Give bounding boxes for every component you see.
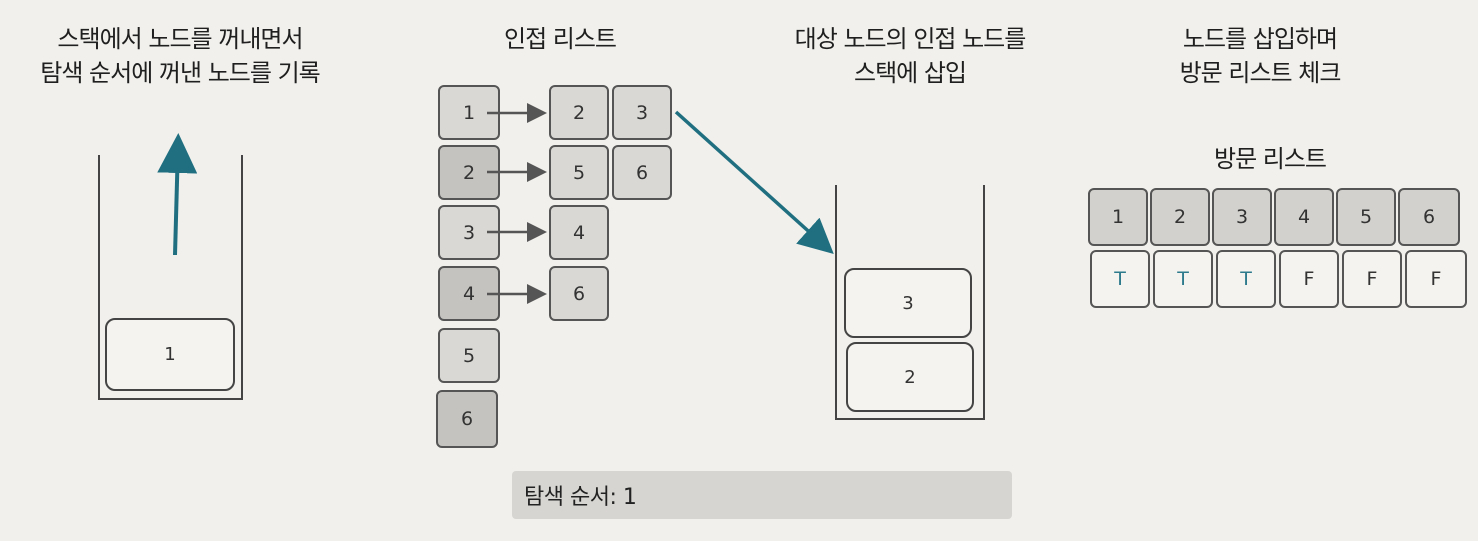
pop-stack-item-label: 1 — [164, 344, 176, 365]
visit-heading: 노드를 삽입하며 방문 리스트 체크 — [1130, 22, 1390, 90]
pop-arrow-icon — [157, 133, 198, 256]
neighbor-node: 2 — [549, 85, 609, 140]
neighbor-node-label: 2 — [572, 101, 586, 124]
visited-node: 2 — [1150, 188, 1210, 246]
push-stack-item: 3 — [844, 268, 972, 338]
adjacency-node: 5 — [438, 328, 500, 383]
adjacency-node: 6 — [436, 390, 498, 448]
visited-flag-label: T — [1177, 268, 1189, 290]
adjacency-node-label: 4 — [462, 282, 476, 305]
push-stack-item-label: 2 — [904, 366, 916, 388]
push-heading-line1: 대상 노드의 인접 노드를 — [794, 25, 1027, 53]
neighbor-node: 5 — [549, 145, 609, 200]
visited-node: 4 — [1274, 188, 1334, 246]
visited-node-label: 5 — [1359, 206, 1373, 228]
neighbor-node-label: 4 — [572, 221, 586, 244]
visited-flag: T — [1153, 250, 1213, 308]
visit-heading-line2: 방문 리스트 체크 — [1179, 59, 1342, 87]
visited-flag: F — [1279, 250, 1339, 308]
visited-flag: T — [1216, 250, 1276, 308]
visited-flag-label: T — [1240, 268, 1252, 290]
visit-heading-line1: 노드를 삽입하며 — [1182, 25, 1338, 53]
pop-heading-line2: 탐색 순서에 꺼낸 노드를 기록 — [40, 59, 320, 87]
adjacency-node-label: 2 — [462, 161, 476, 184]
visited-node-label: 3 — [1235, 206, 1249, 228]
visited-flag-label: F — [1366, 268, 1378, 290]
visited-node-label: 4 — [1297, 206, 1311, 228]
visited-flag: T — [1090, 250, 1150, 308]
visited-node-label: 6 — [1422, 206, 1436, 228]
adjacency-node-label: 3 — [462, 221, 476, 244]
adjacency-heading: 인접 리스트 — [440, 22, 680, 56]
neighbor-node: 3 — [612, 85, 672, 140]
visited-node-label: 1 — [1111, 206, 1125, 228]
visited-flag-label: T — [1114, 268, 1126, 290]
adjacency-title: 인접 리스트 — [503, 25, 617, 53]
adjacency-node-label: 6 — [460, 408, 474, 430]
visited-node: 1 — [1088, 188, 1148, 246]
neighbor-node-label: 6 — [572, 282, 586, 305]
visited-node: 6 — [1398, 188, 1460, 246]
adjacency-node: 4 — [438, 266, 500, 321]
pop-heading-line1: 스택에서 노드를 꺼내면서 — [57, 25, 303, 53]
visited-flag: F — [1405, 250, 1467, 308]
adjacency-node-label: 1 — [462, 101, 476, 124]
visited-flag: F — [1342, 250, 1402, 308]
neighbor-node: 6 — [549, 266, 609, 321]
push-heading-line2: 스택에 삽입 — [853, 59, 967, 87]
pop-stack-item: 1 — [105, 318, 235, 391]
visited-flag-label: F — [1303, 268, 1315, 290]
adjacency-node-label: 5 — [462, 344, 476, 367]
push-arrow-icon — [674, 110, 834, 255]
pop-stack — [98, 155, 243, 400]
neighbor-node: 6 — [612, 145, 672, 200]
search-order-bar: 탐색 순서: 1 — [512, 471, 1012, 519]
adjacency-node: 2 — [438, 145, 500, 200]
pop-heading: 스택에서 노드를 꺼내면서 탐색 순서에 꺼낸 노드를 기록 — [0, 22, 360, 90]
search-order-label: 탐색 순서: 1 — [524, 485, 637, 510]
push-stack-item: 2 — [846, 342, 974, 412]
visited-title: 방문 리스트 — [1213, 145, 1327, 173]
push-stack-item-label: 3 — [902, 292, 914, 314]
neighbor-node-label: 6 — [635, 161, 649, 184]
visited-node: 5 — [1336, 188, 1396, 246]
neighbor-node: 4 — [549, 205, 609, 260]
visited-flag-label: F — [1430, 268, 1442, 290]
neighbor-node-label: 5 — [572, 161, 586, 184]
push-stack — [835, 185, 985, 420]
push-heading: 대상 노드의 인접 노드를 스택에 삽입 — [745, 22, 1075, 90]
neighbor-node-label: 3 — [635, 101, 649, 124]
visited-node-label: 2 — [1173, 206, 1187, 228]
visited-node: 3 — [1212, 188, 1272, 246]
